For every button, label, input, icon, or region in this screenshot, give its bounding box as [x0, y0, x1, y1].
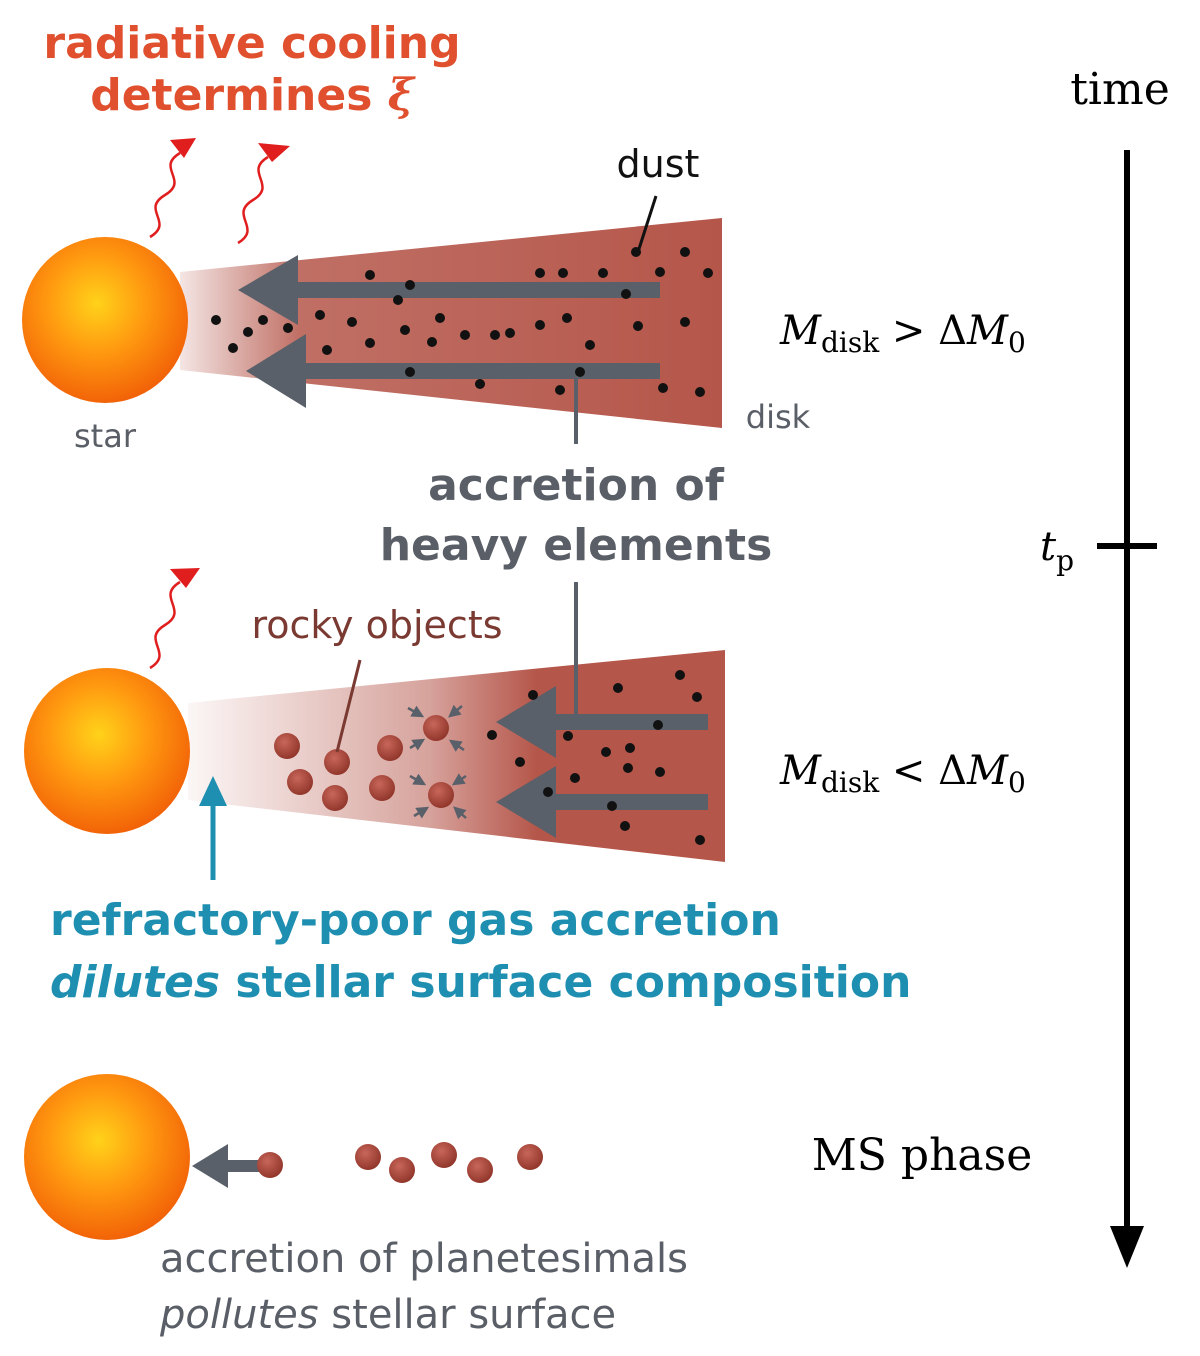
- planetesimal-label-line2: pollutes stellar surface: [159, 1292, 616, 1338]
- cooling-wave-3: [149, 568, 200, 670]
- gas-label-line1: refractory-poor gas accretion: [50, 895, 781, 946]
- accretion-arrow-lower: [246, 334, 660, 408]
- dust-label: dust: [617, 142, 700, 186]
- planetesimal-arrow: [192, 1144, 262, 1188]
- gas-accretion-arrow: [199, 776, 227, 880]
- star-stage1: [22, 237, 188, 403]
- stage1-group: [22, 138, 722, 428]
- disk-stage2: [188, 650, 725, 862]
- accretion-arrow-upper-stage2: [496, 686, 708, 758]
- rocky-objects-label: rocky objects: [251, 603, 502, 647]
- star-stage2: [24, 668, 190, 834]
- stage1-condition: Mdisk > ΔM0: [779, 308, 1026, 359]
- timeline: [1097, 150, 1157, 1268]
- timeline-arrowhead: [1110, 1226, 1144, 1268]
- stage3-group: [24, 1074, 543, 1240]
- rocky-objects-stage2: [274, 715, 454, 811]
- dust-particles-stage1: [211, 247, 713, 397]
- accretion-heavy-line2: heavy elements: [380, 520, 773, 571]
- disk-label: disk: [746, 398, 811, 436]
- xi-symbol: ξ: [388, 70, 416, 121]
- tp-label: tp: [1040, 524, 1074, 577]
- coagulation-arrows: [407, 704, 467, 820]
- stage3-label: MS phase: [812, 1130, 1033, 1181]
- rocky-pointer: [335, 659, 362, 753]
- cooling-wave-1: [149, 138, 196, 239]
- stage2-condition: Mdisk < ΔM0: [779, 748, 1026, 799]
- cooling-label-line1: radiative cooling: [43, 18, 460, 69]
- stage2-group: [24, 568, 725, 880]
- accretion-heavy-line1: accretion of: [428, 460, 725, 511]
- time-label: time: [1070, 64, 1170, 115]
- planetesimal-label-line1: accretion of planetesimals: [160, 1236, 688, 1282]
- dust-particles-stage2: [487, 670, 705, 845]
- planetesimals: [257, 1142, 543, 1183]
- accretion-arrow-lower-stage2: [496, 766, 708, 838]
- star-label: star: [74, 417, 137, 455]
- star-stage3: [24, 1074, 190, 1240]
- cooling-wave-2: [237, 143, 290, 245]
- gas-label-line2: dilutes stellar surface composition: [50, 957, 911, 1008]
- accretion-arrow-upper: [238, 255, 660, 325]
- dust-pointer: [636, 195, 658, 253]
- cooling-label-line2: determines ξ: [90, 70, 416, 121]
